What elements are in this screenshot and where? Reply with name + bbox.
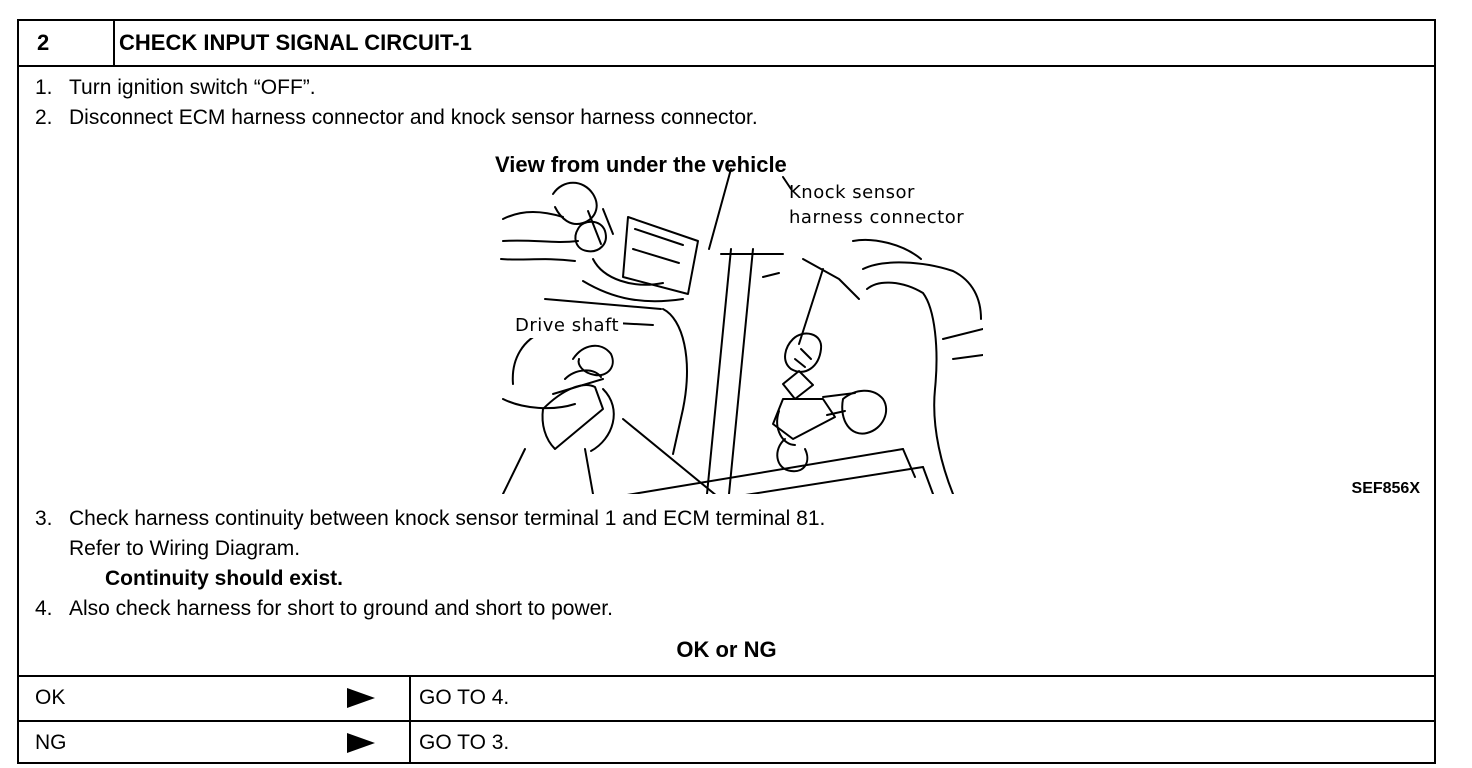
drive-shaft-callout: Drive shaft — [511, 313, 624, 338]
instruction-text: Refer to Wiring Diagram. — [69, 537, 301, 560]
procedure-frame: 2 CHECK INPUT SIGNAL CIRCUIT-1 1. Turn ig… — [17, 19, 1436, 764]
instruction-text: Continuity should exist. — [105, 567, 344, 590]
instruction-1: 1. Turn ignition switch “OFF”. — [35, 76, 316, 100]
result-action: GO TO 4. — [409, 677, 1434, 720]
procedure-body: 1. Turn ignition switch “OFF”. 2. Disconne… — [19, 67, 1434, 677]
instruction-3: 3. Check harness continuity between knock… — [35, 507, 825, 531]
instruction-number: 4. — [35, 597, 53, 620]
continuity-requirement: Continuity should exist. — [105, 567, 343, 591]
step-title: CHECK INPUT SIGNAL CIRCUIT-1 — [119, 30, 472, 55]
instruction-number: 2. — [35, 106, 53, 129]
decision-heading: OK or NG — [676, 637, 777, 662]
result-action: GO TO 3. — [409, 722, 1434, 764]
instruction-3-reference: Refer to Wiring Diagram. — [69, 537, 300, 561]
connector-callout-line2: harness connector — [789, 207, 965, 228]
instruction-2: 2. Disconnect ECM harness connector and k… — [35, 106, 758, 130]
instruction-4: 4. Also check harness for short to ground… — [35, 597, 613, 621]
connector-callout-line1: Knock sensor — [789, 182, 915, 203]
knock-sensor-location-illustration — [500, 168, 983, 494]
instruction-text: Check harness continuity between knock s… — [69, 507, 826, 530]
figure-title: View from under the vehicle — [495, 152, 787, 177]
step-number: 2 — [19, 21, 115, 65]
result-label: OK — [35, 686, 66, 709]
instruction-number: 1. — [35, 76, 53, 99]
arrow-right-icon — [347, 688, 375, 708]
figure-code: SEF856X — [1351, 480, 1420, 497]
instruction-text: Turn ignition switch “OFF”. — [69, 76, 316, 99]
result-row-ok: OK GO TO 4. — [19, 675, 1434, 720]
step-header: 2 CHECK INPUT SIGNAL CIRCUIT-1 — [19, 21, 1434, 67]
arrow-right-icon — [347, 733, 375, 753]
instruction-text: Also check harness for short to ground a… — [69, 597, 613, 620]
instruction-text: Disconnect ECM harness connector and kno… — [69, 106, 758, 129]
instruction-number: 3. — [35, 507, 53, 530]
result-label: NG — [35, 731, 67, 754]
result-row-ng: NG GO TO 3. — [19, 720, 1434, 764]
